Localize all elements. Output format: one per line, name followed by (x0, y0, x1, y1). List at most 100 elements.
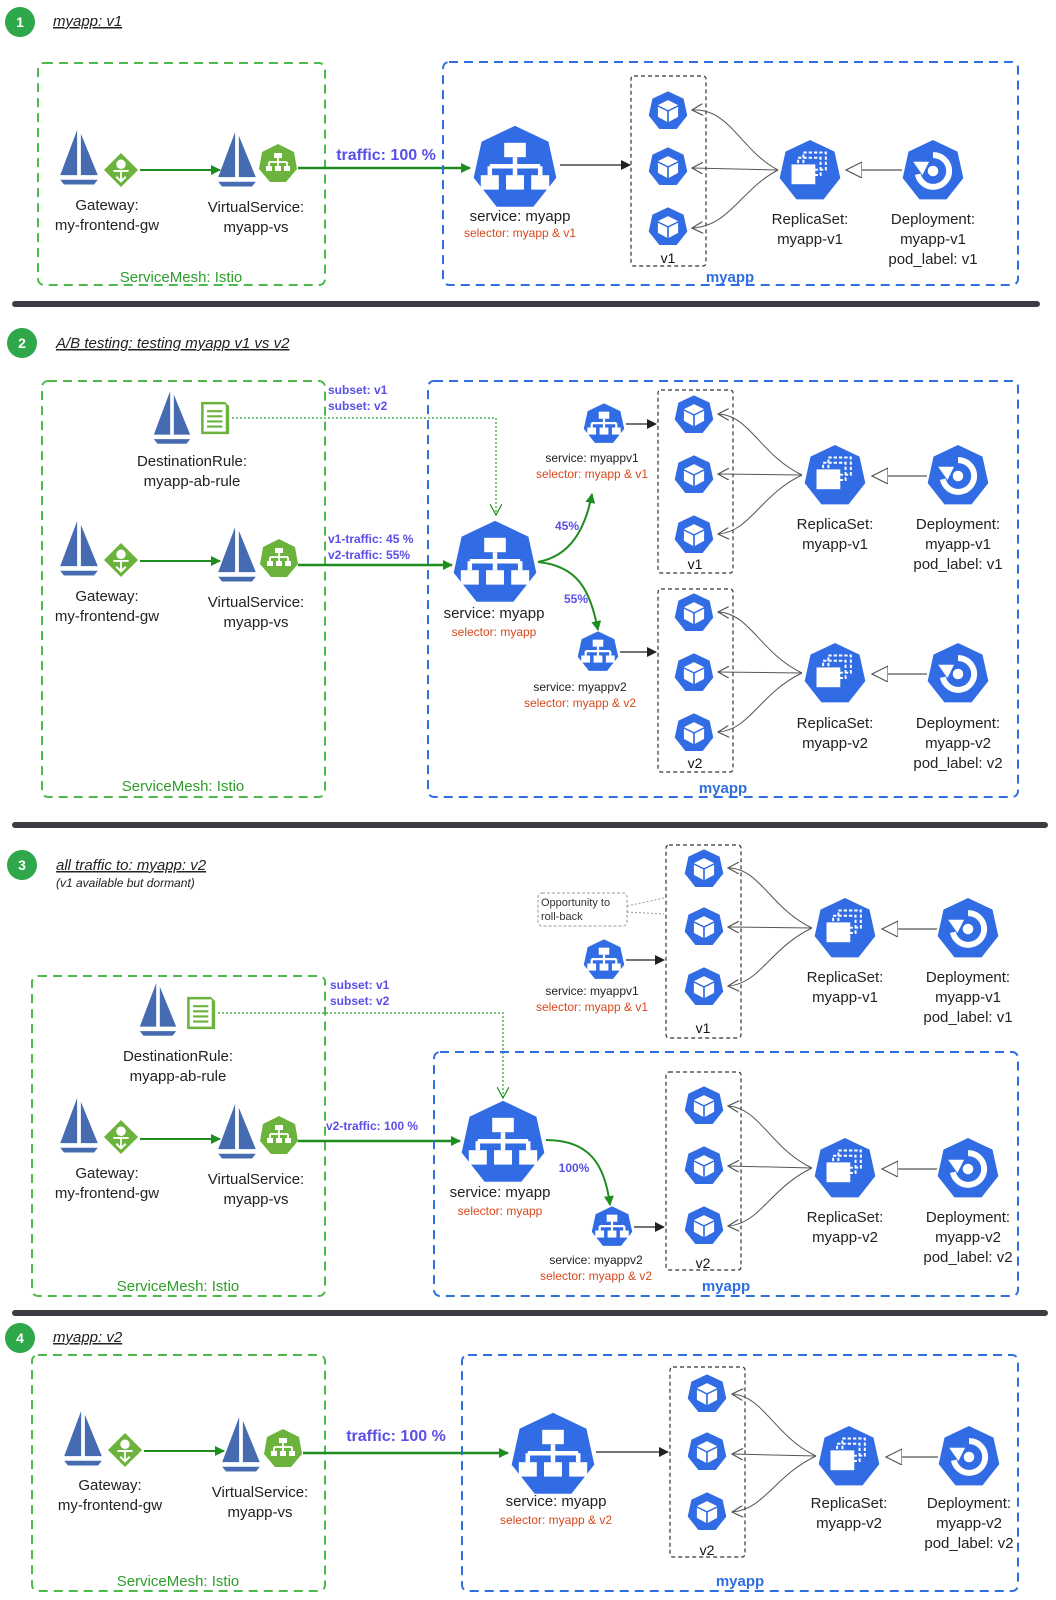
replicaset-icon (777, 138, 843, 202)
pod-icon (673, 514, 715, 554)
deployment-icon (902, 139, 964, 200)
virtualservice-label: VirtualService: (208, 1171, 304, 1188)
pod-icon (647, 146, 689, 186)
istio-icon (64, 1411, 102, 1466)
pod-icon (683, 1205, 725, 1245)
virtualservice-name: myapp-vs (227, 1504, 292, 1521)
deployment-name: myapp-v1 (935, 989, 1001, 1006)
service-icon (511, 1412, 596, 1495)
pod-icon (686, 1431, 728, 1471)
service-v2-label: service: myappv2 (533, 680, 627, 694)
pod-icon (673, 712, 715, 752)
istio-icon (60, 521, 98, 576)
service-mesh-label: ServiceMesh: Istio (120, 269, 243, 286)
rollback-note-line1: Opportunity to (541, 897, 610, 909)
section-number: 2 (18, 335, 26, 351)
document-icon (199, 400, 230, 436)
replicaset-name: myapp-v1 (812, 989, 878, 1006)
namespace-box (433, 1051, 1019, 1297)
replicaset-label: ReplicaSet: (797, 715, 874, 732)
section-divider (12, 1310, 1048, 1316)
section-divider (12, 822, 1048, 828)
istio-icon (153, 391, 191, 444)
section-title: myapp: v2 (53, 1329, 123, 1346)
v1-traffic-label: v1-traffic: 45 % (328, 532, 414, 546)
istio-icon (218, 132, 256, 187)
destinationrule-label: DestinationRule: (137, 453, 247, 470)
gateway-icon (102, 541, 140, 579)
section-badge (5, 7, 35, 37)
service-mesh-label: ServiceMesh: Istio (117, 1573, 240, 1590)
deployment-label: Deployment: (916, 715, 1000, 732)
rollback-note (537, 892, 628, 927)
virtualservice-label: VirtualService: (208, 594, 304, 611)
virtualservice-label: VirtualService: (208, 199, 304, 216)
replicaset-label: ReplicaSet: (807, 969, 884, 986)
section-badge (5, 1323, 35, 1353)
section-2: 2 A/B testing: testing myapp v1 vs v2 Se… (7, 328, 1019, 798)
rollback-note-line2: roll-back (541, 911, 583, 923)
gateway-label: Gateway: (75, 197, 138, 214)
service-mesh-label: ServiceMesh: Istio (122, 778, 245, 795)
destinationrule-name: myapp-ab-rule (130, 1068, 227, 1085)
subset-v1-label: subset: v1 (330, 978, 390, 992)
section-badge (7, 850, 37, 880)
deployment-name: myapp-v2 (936, 1515, 1002, 1532)
service-label: service: myapp (444, 605, 545, 622)
section-title: all traffic to: myapp: v2 (56, 857, 207, 874)
deployment-label: Deployment: (916, 516, 1000, 533)
deployment-icon (927, 444, 989, 505)
section-number: 1 (16, 14, 24, 30)
pod-group-label: v1 (688, 556, 703, 572)
service-mesh-box (31, 1354, 326, 1592)
istio-icon (139, 983, 177, 1036)
pod-group-label: v2 (700, 1542, 715, 1558)
virtualservice-icon (259, 1115, 299, 1155)
split-v2-label: 55% (564, 592, 588, 606)
service-icon (461, 1100, 546, 1183)
pod-icon (673, 454, 715, 494)
replicaset-icon (802, 443, 868, 507)
replicaset-icon (812, 896, 878, 960)
namespace-label: myapp (716, 1573, 764, 1590)
deployment-icon (937, 1137, 999, 1198)
service-label: service: myapp (450, 1184, 551, 1201)
namespace-box (427, 380, 1019, 798)
gateway-name: my-frontend-gw (55, 217, 159, 234)
service-mesh-box (41, 380, 326, 798)
deployment-name: myapp-v2 (925, 735, 991, 752)
istio-icon (222, 1417, 260, 1472)
replicaset-label: ReplicaSet: (772, 211, 849, 228)
service-mesh-box (37, 62, 326, 286)
virtualservice-icon (259, 538, 299, 578)
service-v2-selector: selector: myapp & v2 (524, 696, 636, 710)
deployment-pod-label: pod_label: v2 (924, 1535, 1013, 1552)
pod-icon (683, 848, 725, 888)
gateway-label: Gateway: (75, 588, 138, 605)
document-icon (185, 995, 216, 1031)
replicaset-icon (812, 1136, 878, 1200)
destinationrule-label: DestinationRule: (123, 1048, 233, 1065)
replicaset-name: myapp-v2 (812, 1229, 878, 1246)
replicaset-label: ReplicaSet: (807, 1209, 884, 1226)
virtualservice-label: VirtualService: (212, 1484, 308, 1501)
virtualservice-name: myapp-vs (223, 1191, 288, 1208)
pod-icon (683, 1145, 725, 1185)
service-v2-icon (590, 1205, 634, 1248)
section-subtitle: (v1 available but dormant) (56, 876, 195, 890)
service-selector: selector: myapp (452, 625, 537, 639)
deployment-icon (927, 642, 989, 703)
traffic-label: traffic: 100 % (346, 1428, 446, 1445)
gateway-icon (106, 1431, 144, 1469)
deployment-name: myapp-v2 (935, 1229, 1001, 1246)
gateway-name: my-frontend-gw (55, 1185, 159, 1202)
deployment-icon (937, 897, 999, 958)
deployment-label: Deployment: (926, 1209, 1010, 1226)
deployment-label: Deployment: (891, 211, 975, 228)
istio-icon (60, 130, 98, 185)
pod-icon (683, 906, 725, 946)
pod-group (665, 1071, 742, 1271)
namespace-box (442, 61, 1019, 286)
service-mesh-label: ServiceMesh: Istio (117, 1278, 240, 1295)
section-number: 4 (16, 1330, 24, 1346)
